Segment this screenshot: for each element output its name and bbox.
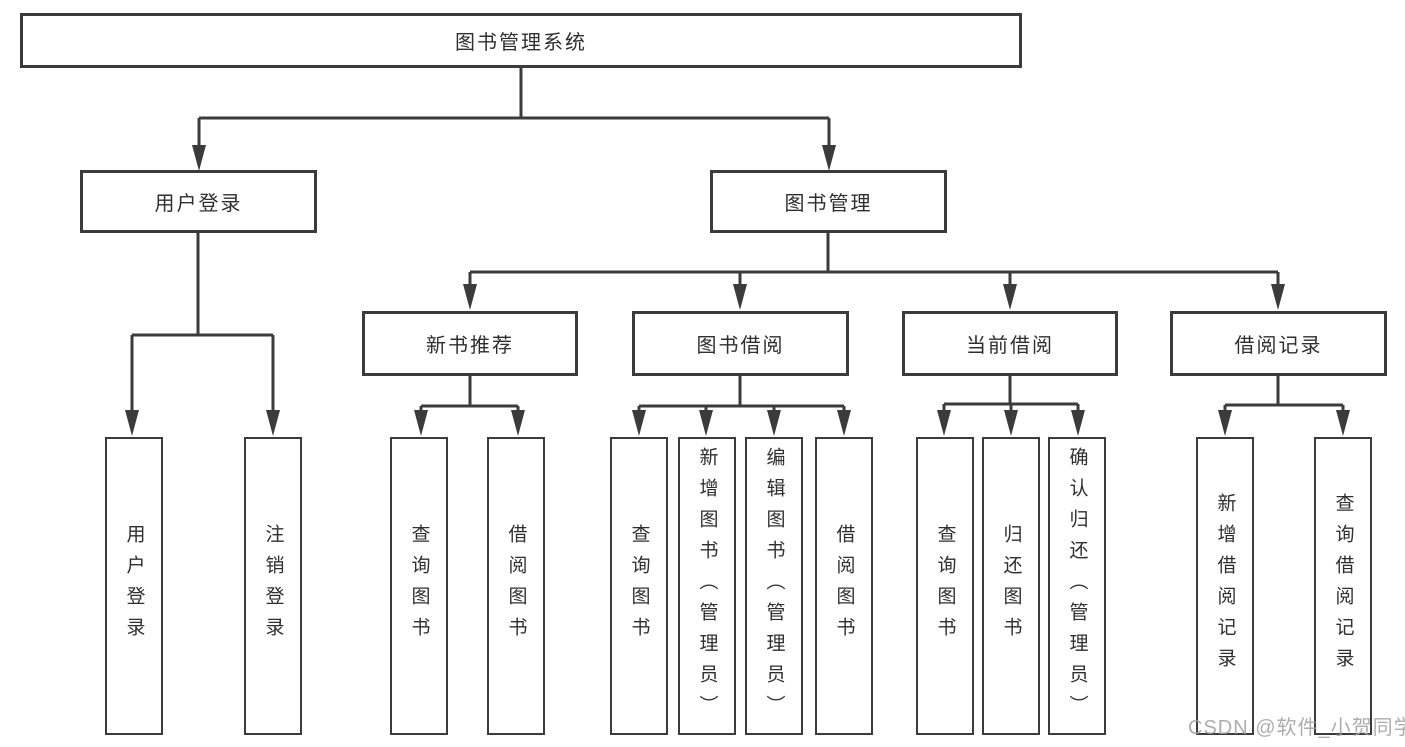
arrowhead-icons <box>125 145 1350 436</box>
leaf-add-book-admin: 新增图书（管理员） <box>678 437 736 735</box>
leaf-logout-label: 注销登录 <box>262 524 284 648</box>
leaf-logout: 注销登录 <box>244 437 302 735</box>
node-current-borrow-label: 当前借阅 <box>966 335 1054 357</box>
node-book-borrow-label: 图书借阅 <box>696 335 785 357</box>
leaf-add-book-admin-label: 新增图书（管理员） <box>696 446 718 726</box>
node-user-login-label: 用户登录 <box>154 193 243 215</box>
leaf-query-books-current-label: 查询图书 <box>934 524 956 648</box>
node-borrow-records-label: 借阅记录 <box>1234 335 1323 357</box>
leaf-confirm-return-admin: 确认归还（管理员） <box>1048 437 1106 735</box>
leaf-query-borrow-record-label: 查询借阅记录 <box>1332 493 1354 679</box>
leaf-query-books-borrow-label: 查询图书 <box>628 524 650 648</box>
leaf-borrow-books-newbook-label: 借阅图书 <box>505 524 527 648</box>
leaf-query-books-newbook-label: 查询图书 <box>408 524 430 648</box>
node-book-borrow: 图书借阅 <box>632 311 849 376</box>
root-node-library-management-system: 图书管理系统 <box>20 13 1022 68</box>
leaf-query-books-newbook: 查询图书 <box>390 437 448 735</box>
leaf-add-borrow-record: 新增借阅记录 <box>1196 437 1254 735</box>
leaf-edit-book-admin: 编辑图书（管理员） <box>745 437 803 735</box>
leaf-borrow-books-borrow: 借阅图书 <box>815 437 873 735</box>
root-node-label: 图书管理系统 <box>455 32 587 54</box>
leaf-borrow-books-borrow-label: 借阅图书 <box>833 524 855 648</box>
leaf-query-books-current: 查询图书 <box>916 437 974 735</box>
leaf-add-borrow-record-label: 新增借阅记录 <box>1214 493 1236 679</box>
watermark: CSDN @软件_小贺同学 <box>1188 717 1405 739</box>
node-current-borrow: 当前借阅 <box>902 311 1118 376</box>
node-user-login: 用户登录 <box>80 170 317 233</box>
leaf-query-books-borrow: 查询图书 <box>610 437 668 735</box>
node-new-book-recommend: 新书推荐 <box>362 311 578 376</box>
node-borrow-records: 借阅记录 <box>1170 311 1387 376</box>
leaf-user-login-label: 用户登录 <box>123 524 145 648</box>
leaf-borrow-books-newbook: 借阅图书 <box>487 437 545 735</box>
leaf-confirm-return-admin-label: 确认归还（管理员） <box>1066 446 1088 726</box>
node-new-book-recommend-label: 新书推荐 <box>426 335 514 357</box>
leaf-user-login: 用户登录 <box>105 437 163 735</box>
node-book-management: 图书管理 <box>710 170 947 233</box>
leaf-return-book: 归还图书 <box>982 437 1040 735</box>
leaf-query-borrow-record: 查询借阅记录 <box>1314 437 1372 735</box>
node-book-management-label: 图书管理 <box>784 193 873 215</box>
leaf-edit-book-admin-label: 编辑图书（管理员） <box>763 446 785 726</box>
leaf-return-book-label: 归还图书 <box>1000 524 1022 648</box>
